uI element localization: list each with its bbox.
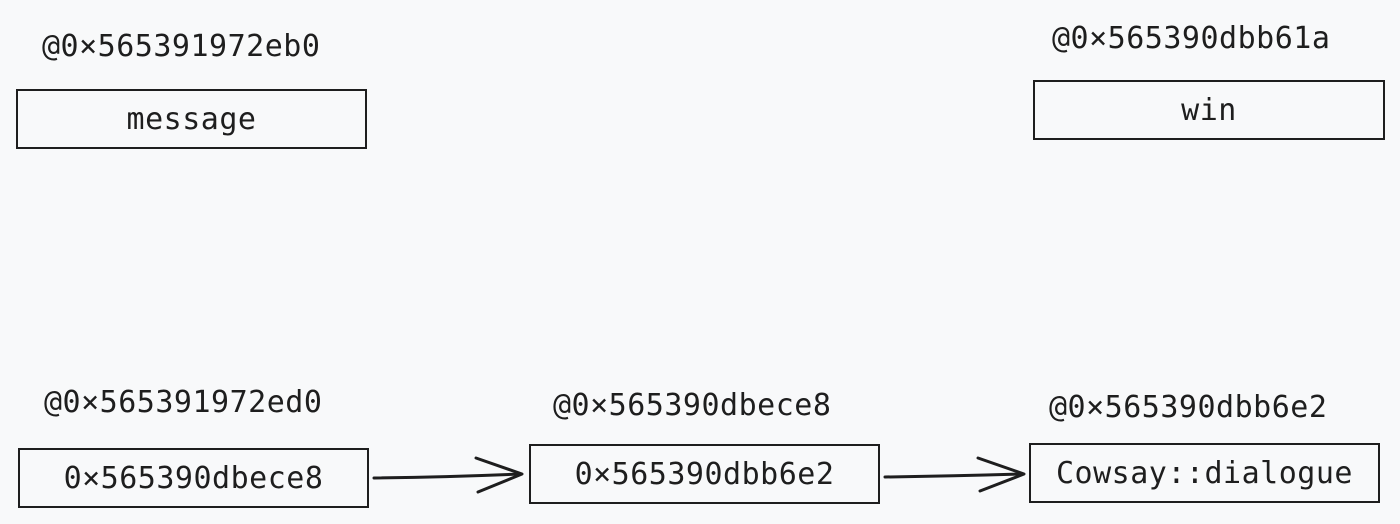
edge-arrow-ptr2-dialogue (883, 456, 1026, 493)
ptr2-address-label: @0×565390dbece8 (553, 388, 832, 423)
edge-line (883, 472, 1024, 479)
win-node-box: win (1033, 80, 1385, 140)
ptr1-address-label: @0×565391972ed0 (44, 385, 323, 420)
arrow-head-icon (976, 456, 1026, 493)
dialogue-node-box: Cowsay::dialogue (1029, 443, 1380, 503)
message-address-label: @0×565391972eb0 (42, 29, 321, 64)
win-address-label: @0×565390dbb61a (1052, 21, 1331, 56)
edge-arrow-ptr1-ptr2 (372, 456, 524, 494)
dialogue-address-label: @0×565390dbb6e2 (1049, 390, 1328, 425)
arrow-head-icon (474, 456, 524, 494)
message-node-box: message (16, 89, 367, 149)
ptr2-node-box: 0×565390dbb6e2 (529, 444, 880, 504)
edge-line (372, 472, 522, 480)
ptr1-node-box: 0×565390dbece8 (18, 448, 369, 508)
